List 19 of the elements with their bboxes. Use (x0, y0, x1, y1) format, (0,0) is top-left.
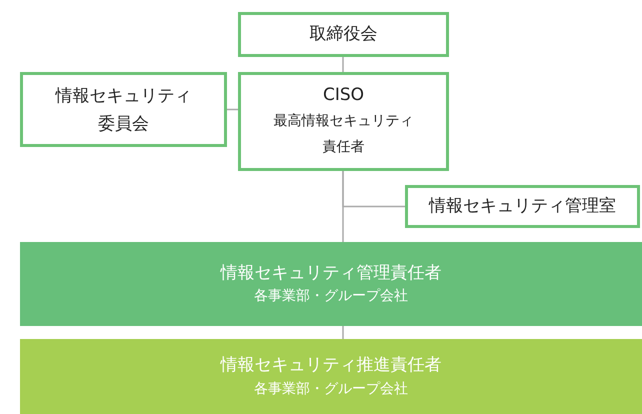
role-title: 情報セキュリティ推進責任者 (220, 354, 442, 378)
org-box (405, 185, 640, 228)
connector-line (342, 171, 344, 242)
role-subtitle: 各事業部・グループ会社 (254, 380, 408, 399)
connector-line (227, 108, 238, 110)
role-band (20, 339, 642, 414)
org-box (238, 72, 449, 171)
role-band (20, 242, 642, 326)
connector-line (342, 326, 344, 339)
role-subtitle: 各事業部・グループ会社 (254, 287, 408, 306)
role-title: 情報セキュリティ管理責任者 (220, 262, 442, 285)
role-title: 情報セキュリティ管理室 (429, 194, 616, 218)
org-box (20, 72, 227, 147)
role-subtitle: 最高情報セキュリティ責任者 (272, 112, 414, 158)
role-title: CISO (322, 84, 364, 107)
org-box (238, 12, 449, 57)
role-title: 取締役会 (310, 22, 378, 46)
connector-line (342, 57, 344, 72)
role-title: 情報セキュリティ委員会 (54, 84, 192, 136)
